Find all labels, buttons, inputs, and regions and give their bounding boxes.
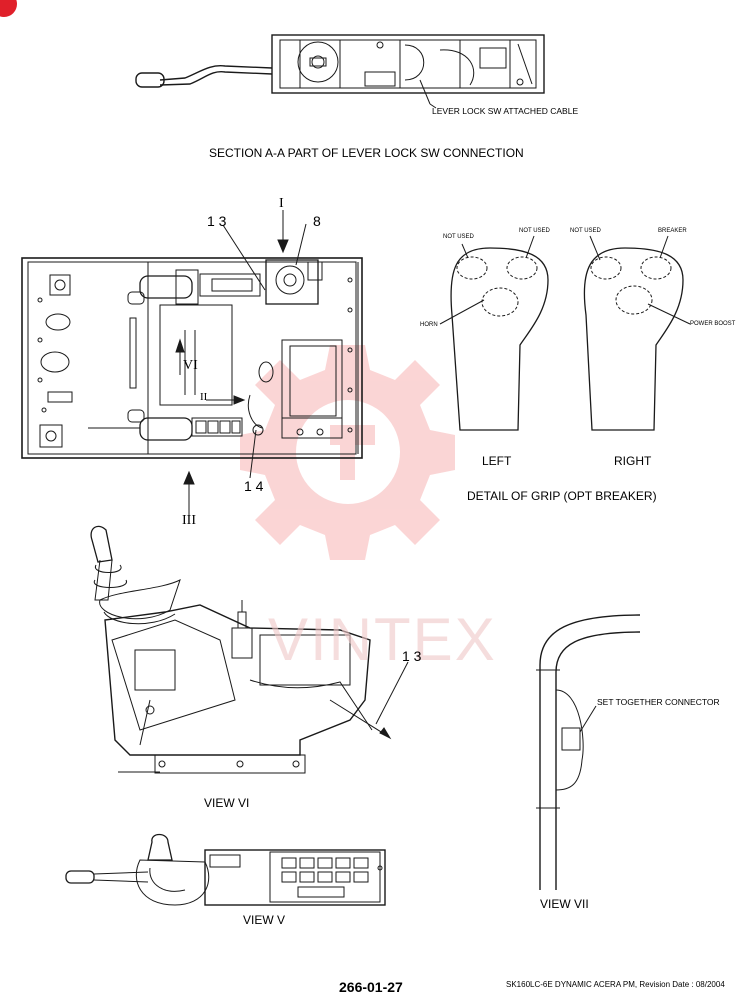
- grip-left-not-used-a: NOT USED: [443, 234, 474, 240]
- view-vii-drawing: [536, 614, 641, 890]
- section-aa-drawing: [135, 34, 545, 109]
- view-v-caption: VIEW V: [243, 913, 286, 927]
- arrow-vi-label: VI: [183, 358, 198, 373]
- grip-detail-drawing: [439, 235, 691, 431]
- grip-right-breaker: BREAKER: [658, 228, 687, 234]
- watermark-gear: [240, 345, 455, 560]
- grip-left-horn: HORN: [420, 322, 438, 328]
- part-14-label: 1 4: [244, 478, 264, 494]
- grip-left-caption: LEFT: [482, 454, 512, 468]
- plan-view-drawing: [21, 210, 363, 520]
- view-vi-caption: VIEW VI: [204, 796, 250, 810]
- document-reference: SK160LC-6E DYNAMIC ACERA PM, Revision Da…: [506, 980, 725, 989]
- set-together-connector-label: SET TOGETHER CONNECTOR: [597, 697, 720, 707]
- view-vi-drawing: [90, 525, 409, 774]
- grip-left-not-used-b: NOT USED: [519, 228, 550, 234]
- part-13-view-label: 1 3: [402, 648, 422, 664]
- corner-badge: [0, 0, 17, 17]
- lever-lock-cable-label: LEVER LOCK SW ATTACHED CABLE: [432, 106, 579, 116]
- section-aa-title: SECTION A-A PART OF LEVER LOCK SW CONNEC…: [209, 146, 524, 160]
- arrow-iii-label: III: [182, 513, 196, 528]
- part-13-label: 1 3: [207, 213, 227, 229]
- arrow-ii-label: II: [200, 391, 208, 403]
- watermark-text: VINTEX: [268, 606, 497, 673]
- arrow-i-label: I: [279, 196, 284, 211]
- view-vii-caption: VIEW VII: [540, 897, 589, 911]
- page-number: 266-01-27: [339, 979, 403, 995]
- grip-right-power-boost: POWER BOOST: [690, 321, 736, 327]
- grip-detail-title: DETAIL OF GRIP (OPT BREAKER): [467, 489, 657, 503]
- part-8-label: 8: [313, 213, 321, 229]
- grip-right-caption: RIGHT: [614, 454, 652, 468]
- view-v-drawing: [65, 833, 386, 906]
- grip-right-not-used: NOT USED: [570, 228, 601, 234]
